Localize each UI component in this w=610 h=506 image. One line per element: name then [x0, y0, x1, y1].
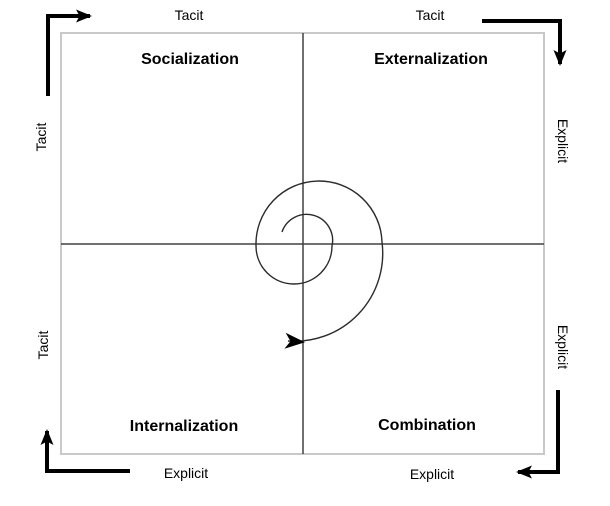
corner-arrow-bottom-left [40, 429, 130, 473]
quadrant-label-internalization: Internalization [129, 418, 239, 435]
edge-label-tacit-left-upper: Tacit [33, 122, 49, 152]
edge-label-explicit-bottom-left: Explicit [163, 465, 209, 481]
corner-arrow-top-left [46, 9, 92, 96]
quadrant-label-externalization: Externalization [374, 51, 488, 68]
knowledge-spiral-arrow [255, 180, 384, 349]
edge-label-tacit-left-lower: Tacit [35, 330, 51, 360]
quadrant-label-socialization: Socialization [141, 51, 239, 68]
quadrant-label-combination: Combination [378, 417, 476, 434]
edge-label-explicit-right-upper: Explicit [555, 118, 571, 164]
edge-label-explicit-right-lower: Explicit [555, 324, 571, 370]
edge-label-tacit-top-left: Tacit [174, 7, 204, 23]
edge-label-explicit-bottom-right: Explicit [409, 466, 455, 482]
corner-arrow-bottom-right [516, 390, 560, 479]
corner-arrow-top-right [482, 19, 567, 66]
edge-label-tacit-top-right: Tacit [415, 7, 445, 23]
